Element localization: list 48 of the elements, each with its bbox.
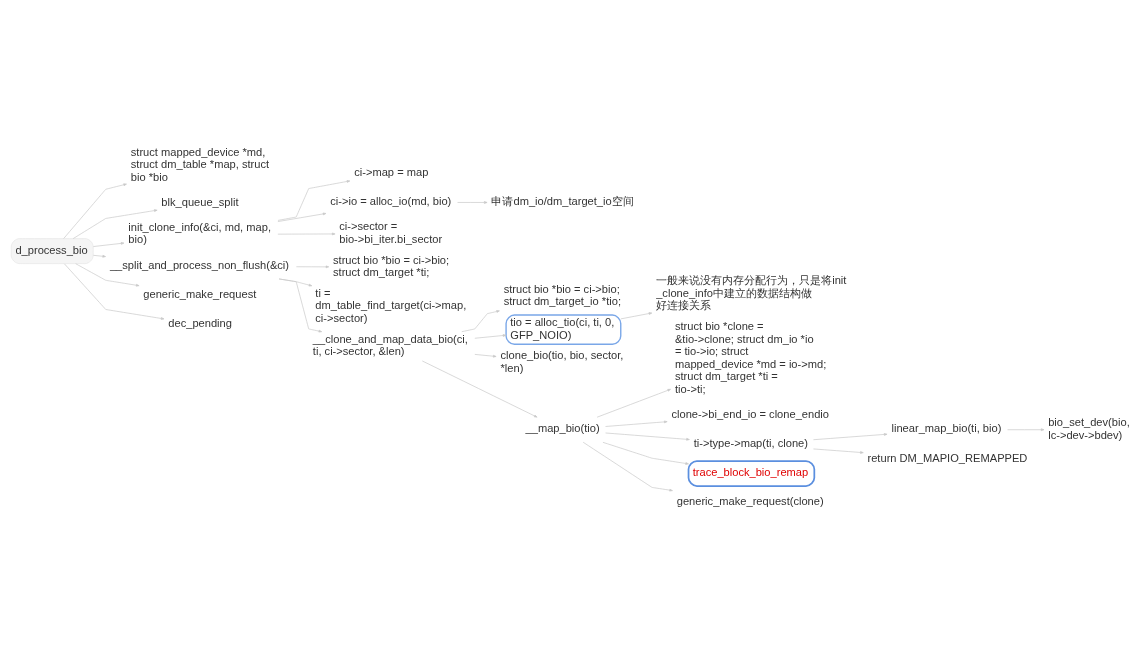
arrow [605, 432, 690, 441]
node-text: struct bio *bio = ci->bio; struct dm_target *ti; [333, 253, 450, 278]
arrow [93, 254, 106, 258]
arrow [461, 310, 500, 333]
arrow [277, 212, 327, 222]
arrow [605, 420, 668, 427]
node-text: blk_queue_split [161, 195, 239, 208]
node-text: 申请dm_io/dm_target_io空间 [491, 195, 634, 208]
arrow [582, 441, 673, 492]
node-text: init_clone_info(&ci, md, map, bio) [128, 220, 271, 246]
node-text: ci->io = alloc_io(md, bio) [330, 195, 452, 208]
arrow [813, 433, 888, 441]
arrow [596, 388, 671, 418]
arrow [64, 263, 165, 320]
arrow [813, 448, 864, 454]
node-text: clone->bi_end_io = clone_endio [671, 407, 830, 420]
node-text: generic_make_request(clone) [676, 495, 824, 508]
node-text: bio_set_dev(bio, lc->dev->bdev) [1048, 416, 1130, 441]
node-text: ti = dm_table_find_target(ci->map, ci->sector) [315, 286, 467, 324]
arrow [620, 312, 653, 320]
node-text: linear_map_bio(ti, bio) [891, 422, 1002, 435]
arrow [93, 242, 125, 247]
arrow [75, 263, 140, 287]
node-text: struct mapped_device *md, struct dm_table *map, struct bio *bio [130, 145, 270, 183]
arrow [474, 354, 497, 358]
node-box: d_process_bio [10, 238, 94, 264]
arrow [457, 201, 488, 204]
node-text: generic_make_request [143, 288, 257, 301]
node-text: __split_and_process_non_flush(&ci) [109, 259, 290, 272]
node-text: ti->type->map(ti, clone) [693, 436, 808, 449]
arrow [63, 183, 127, 239]
arrow [474, 334, 507, 339]
node-text: __map_bio(tio) [525, 422, 600, 435]
node-text: struct bio *clone = &tio->clone; struct dm_io *io = tio->io; struct mapped_device *md = io->md; struct dm_target *ti = tio->ti; [674, 320, 827, 395]
node-text: __clone_and_map_data_bio(ci, ti, ci->sector, &len) [312, 332, 468, 358]
arrow [277, 180, 351, 221]
node-text: return DM_MAPIO_REMAPPED [867, 451, 1028, 464]
node-text: dec_pending [168, 317, 232, 330]
node-text: ci->sector = bio->bi_iter.bi_sector [339, 220, 443, 245]
arrow [278, 278, 323, 333]
arrow [602, 441, 689, 465]
arrow [72, 209, 158, 239]
node-text: clone_bio(tio, bio, sector, *len) [500, 349, 624, 374]
node-text: 一般来说没有内存分配行为，只是将init_clone_info中建立的数据结构做好连接关系 [656, 274, 847, 312]
node-text: ci->map = map [354, 165, 429, 178]
node-box: tio = alloc_tio(ci, ti, 0, GFP_NOIO) [505, 314, 622, 345]
node-text: struct bio *bio = ci->bio; struct dm_target_io *tio; [503, 282, 621, 308]
arrow [421, 360, 538, 418]
